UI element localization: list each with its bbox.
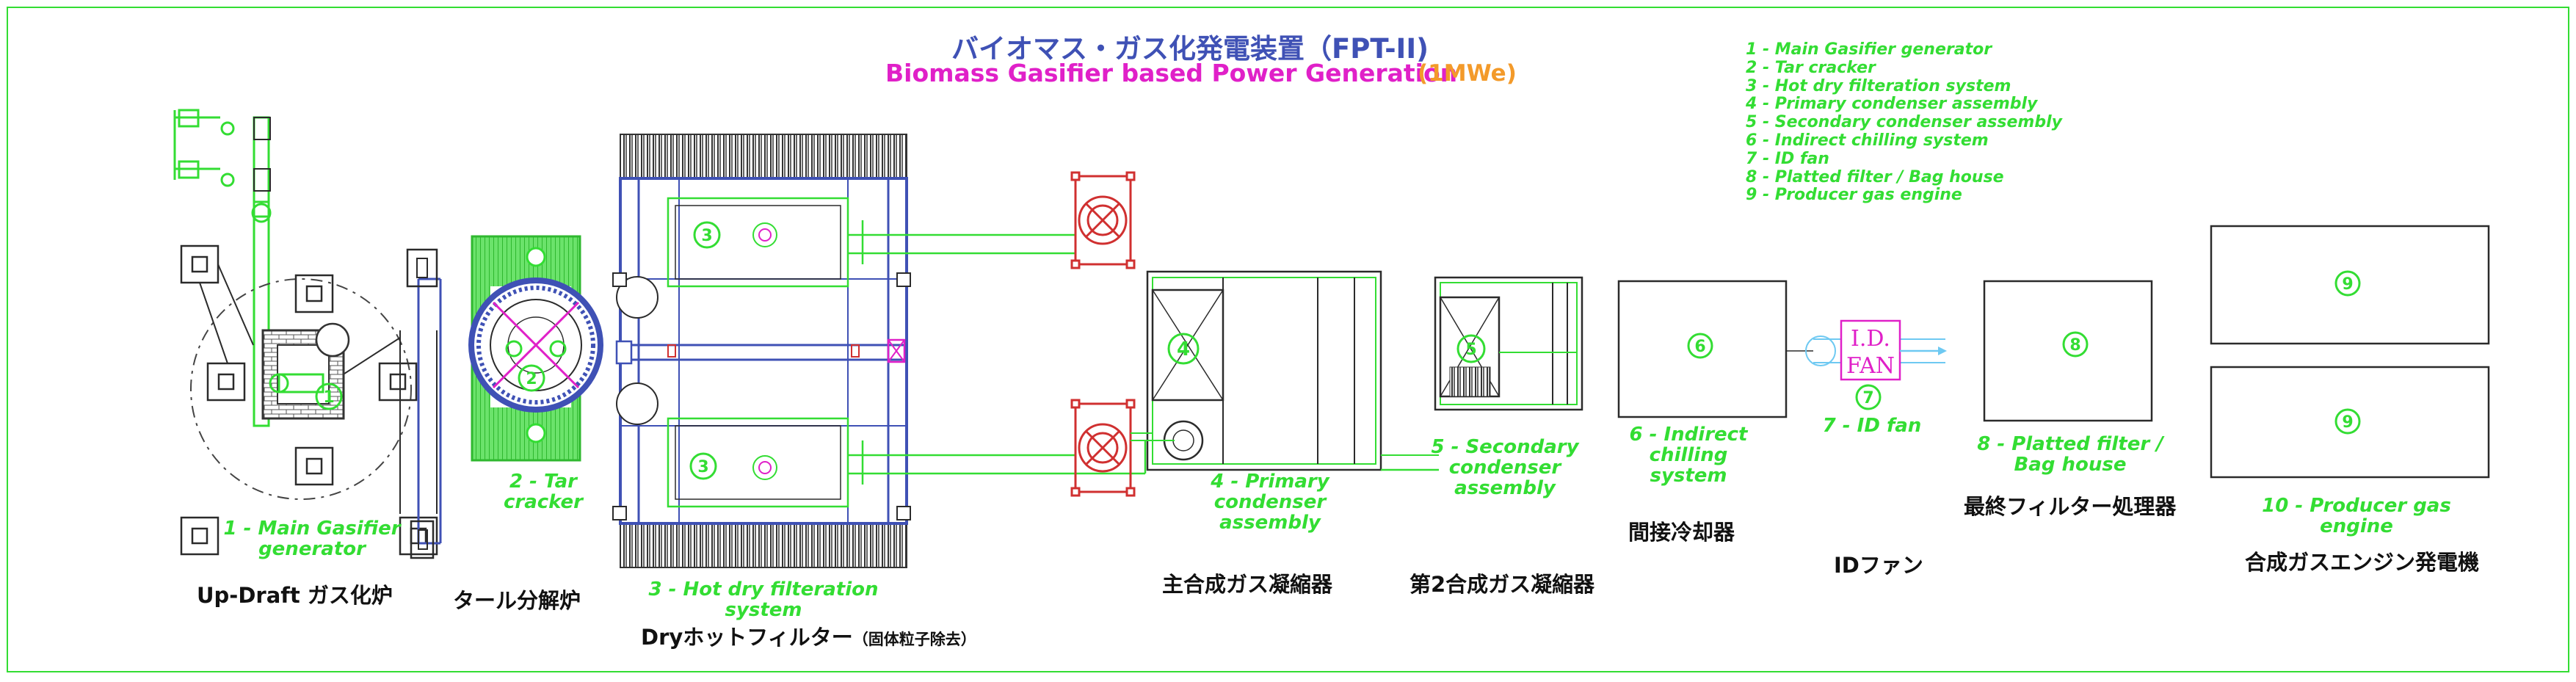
caption-gasifier-jp: Up-Draft ガス化炉 (197, 583, 393, 608)
caption-primary-jp: 主合成ガス凝縮器 (1162, 572, 1333, 597)
caption-idfan-en: 7 - ID fan (1822, 415, 1922, 437)
marker-9b-ring (2334, 408, 2361, 435)
title-capacity: (1MWe) (1418, 60, 1517, 87)
gasifier-unit (173, 109, 438, 556)
filter-bottom-fins (620, 523, 907, 568)
hot-filter-unit (612, 134, 911, 568)
marker-4-ring (1167, 333, 1200, 365)
caption-primary-en: 4 - Primary condenser assembly (1211, 471, 1329, 534)
filter-top-fins (620, 134, 907, 179)
marker-6: 6 (1694, 338, 1705, 356)
caption-tar-jp: タール分解炉 (453, 588, 581, 613)
legend-item-7: 7 - ID fan (1746, 149, 1829, 168)
caption-secondary-jp: 第2合成ガス凝縮器 (1409, 572, 1595, 597)
outer-frame (7, 7, 2569, 672)
marker-5-ring (1456, 334, 1486, 363)
marker-7: 7 (1862, 389, 1873, 407)
caption-filter-en: 3 - Hot dry filteration system (648, 578, 879, 621)
marker-2: 2 (526, 370, 537, 388)
marker-3b-ring (689, 452, 717, 480)
gas-engine-1 (2210, 225, 2490, 345)
caption-idfan-jp: IDファン (1834, 553, 1923, 578)
fan-label-line1: I.D. (1851, 326, 1890, 352)
marker-8-ring (2062, 331, 2089, 358)
gas-engine-2 (2210, 366, 2490, 479)
caption-engine-en: 10 - Producer gas engine (2262, 495, 2451, 537)
legend-item-1: 1 - Main Gasifier generator (1746, 40, 1992, 59)
caption-filter-jp: Dryホットフィルター（固体粒子除去） (641, 625, 976, 650)
marker-5: 5 (1465, 341, 1476, 359)
component-legend: 1 - Main Gasifier generator 2 - Tar crac… (1746, 40, 2062, 205)
legend-item-8: 8 - Platted filter / Bag house (1746, 167, 2004, 186)
id-fan-unit (1805, 319, 1947, 381)
title-japanese: バイオマス・ガス化発電装置（FPT-II) (951, 33, 1429, 65)
legend-item-2: 2 - Tar cracker (1746, 58, 1876, 77)
marker-3a-ring (693, 221, 721, 249)
legend-item-4: 4 - Primary condenser assembly (1746, 95, 2038, 114)
bag-house-unit (1983, 280, 2153, 422)
marker-4: 4 (1177, 338, 1190, 360)
marker-6-ring (1687, 333, 1713, 359)
legend-item-9: 9 - Producer gas engine (1746, 186, 1962, 205)
tar-cracker-unit (468, 235, 603, 462)
gasifier-top-piping (173, 109, 272, 427)
caption-baghouse-en: 8 - Platted filter / Bag house (1977, 433, 2163, 476)
caption-engine-jp: 合成ガスエンジン発電機 (2245, 550, 2480, 575)
duct-gasifier-to-tar (417, 277, 442, 545)
marker-1: 1 (323, 388, 334, 407)
flow-lines-filter (848, 220, 1147, 485)
marker-9a-ring (2334, 270, 2361, 297)
marker-3b: 3 (697, 458, 708, 476)
secondary-condenser-unit (1434, 276, 1583, 411)
marker-1-ring (315, 382, 343, 410)
filter-fan-top (1070, 171, 1136, 269)
marker-9b: 9 (2342, 413, 2353, 432)
caption-baghouse-jp: 最終フィルター処理器 (1964, 494, 2177, 519)
legend-item-3: 3 - Hot dry filteration system (1746, 76, 2011, 95)
caption-chiller-en: 6 - Indirect chilling system (1629, 424, 1748, 487)
title-english: Biomass Gasifier based Power Generation (885, 59, 1458, 87)
caption-chiller-jp: 間接冷却器 (1628, 520, 1735, 545)
primary-condenser-unit (1131, 270, 1382, 471)
chiller-unit (1617, 280, 1788, 418)
caption-gasifier-en: 1 - Main Gasifier generator (223, 518, 401, 560)
marker-2-ring (518, 364, 545, 392)
caption-secondary-en: 5 - Secondary condenser assembly (1431, 436, 1579, 499)
legend-item-5: 5 - Secondary condenser assembly (1746, 113, 2062, 132)
marker-8: 8 (2069, 336, 2080, 355)
caption-tar-en: 2 - Tar cracker (503, 471, 583, 513)
fan-label-line2: FAN (1846, 353, 1895, 379)
marker-9a: 9 (2342, 275, 2353, 294)
gasifier-body-outline (190, 278, 412, 500)
marker-3a: 3 (701, 227, 712, 245)
marker-7-ring (1855, 384, 1882, 410)
filter-fan-bottom (1070, 399, 1136, 497)
legend-item-6: 6 - Indirect chilling system (1746, 131, 1989, 150)
